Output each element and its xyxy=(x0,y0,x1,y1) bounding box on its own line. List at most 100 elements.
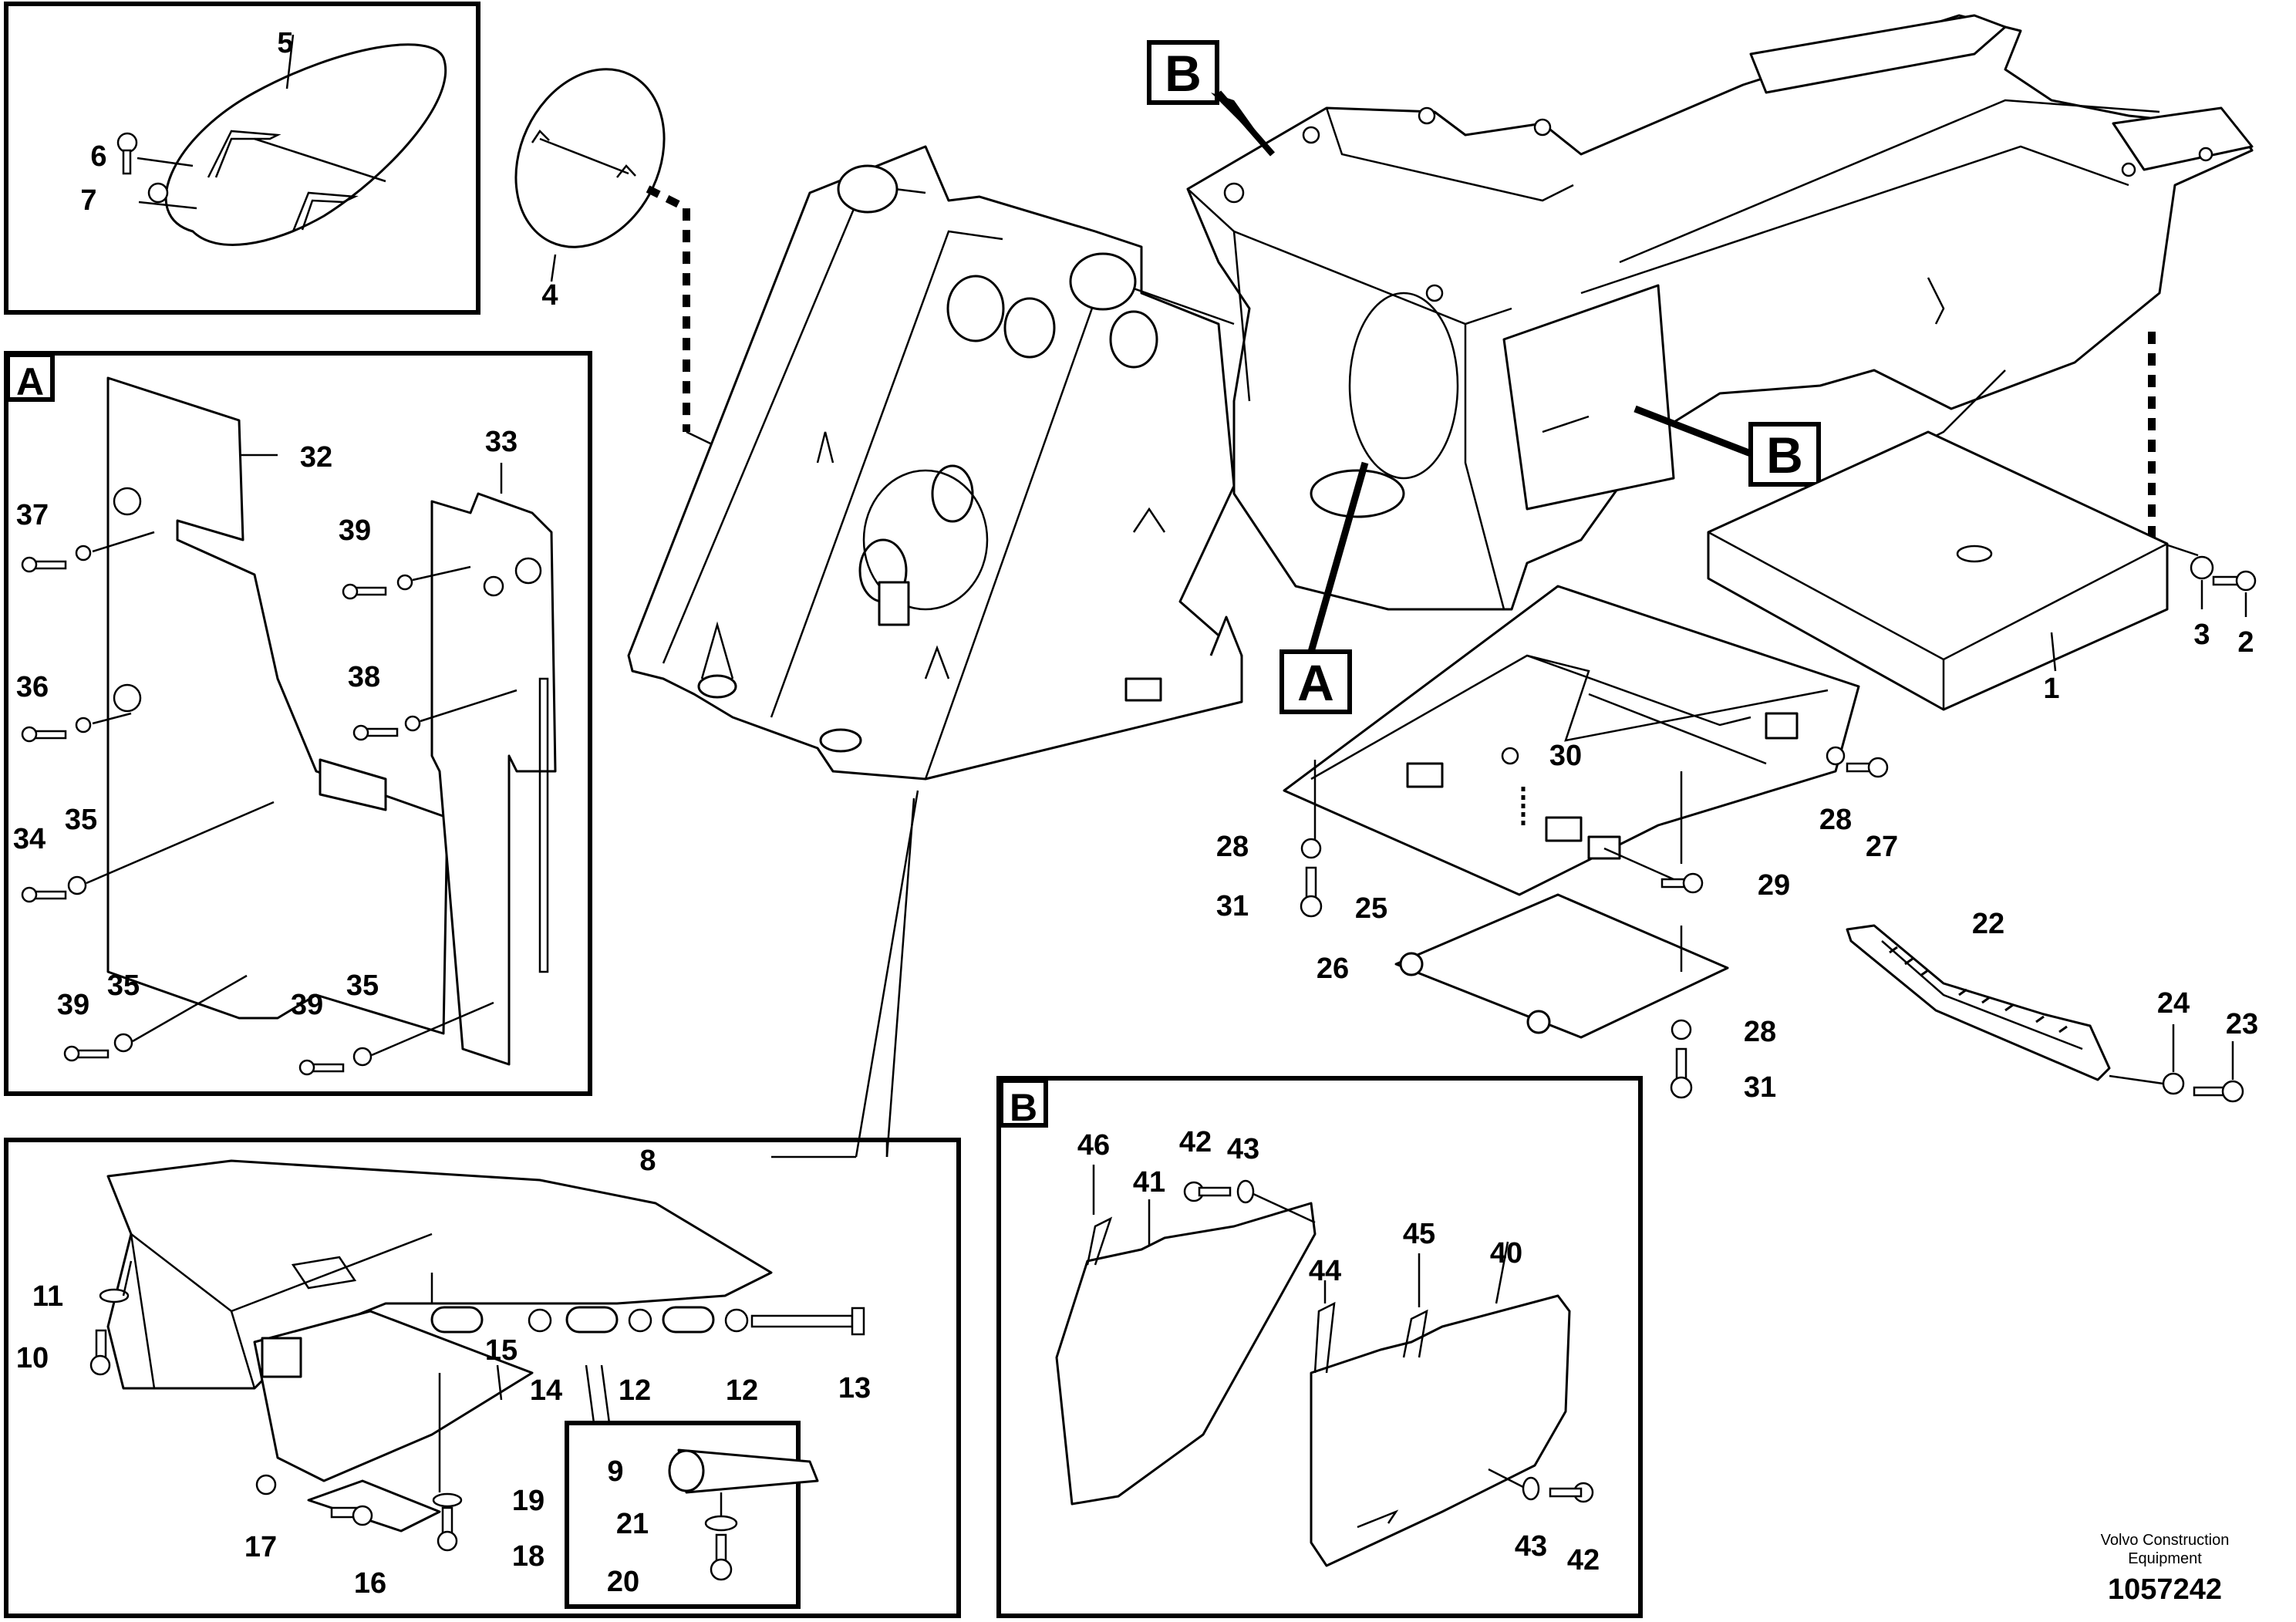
bolt-38 xyxy=(352,715,421,741)
part-label-46: 46 xyxy=(1077,1129,1110,1162)
part-label-27: 27 xyxy=(1866,831,1898,863)
bolt-16 xyxy=(330,1505,373,1526)
view-a-label: A xyxy=(1297,654,1334,711)
part-label-39a: 39 xyxy=(339,514,371,547)
bolt-6 xyxy=(116,132,138,153)
inset-a-tag-label: A xyxy=(16,360,44,403)
bolt-27 xyxy=(1846,757,1889,778)
part-label-9: 9 xyxy=(607,1455,623,1488)
part-label-44: 44 xyxy=(1309,1255,1341,1287)
panel-part-41 xyxy=(1055,1202,1317,1506)
part-label-32: 32 xyxy=(300,441,332,474)
bolt-34 xyxy=(21,875,87,903)
part-label-15: 15 xyxy=(485,1334,518,1367)
part-label-28b: 28 xyxy=(1216,831,1249,863)
washer-43b xyxy=(1522,1476,1540,1501)
bolt-31b xyxy=(1670,1047,1693,1099)
bushing-12b xyxy=(724,1308,749,1333)
bolt-37 xyxy=(21,545,92,573)
washer-19 xyxy=(432,1492,463,1508)
bolt-39c xyxy=(298,1047,373,1076)
inset-b-tag-label: B xyxy=(1010,1086,1037,1129)
view-a-callout xyxy=(1279,461,1369,714)
washer-11 xyxy=(99,1288,130,1303)
part-label-11: 11 xyxy=(32,1280,63,1313)
bushing-14 xyxy=(528,1308,552,1333)
document-number: 1057242 xyxy=(2108,1573,2222,1606)
view-b-callout-top xyxy=(1147,40,1276,157)
sub-inset-frame xyxy=(565,1421,801,1609)
part-label-12a: 12 xyxy=(619,1374,651,1407)
inset-b-detail xyxy=(996,1076,1643,1618)
bottom-plate-part-1 xyxy=(1707,430,2257,711)
part-label-35c: 35 xyxy=(346,969,379,1002)
guard-part-8 xyxy=(106,1159,773,1390)
part-label-38: 38 xyxy=(348,661,380,693)
washer-7 xyxy=(147,182,169,204)
part-label-39b: 39 xyxy=(57,989,89,1021)
brand-line-1: Volvo Construction xyxy=(2100,1532,2230,1549)
inset-hinge-frame xyxy=(4,1138,961,1618)
part-label-41: 41 xyxy=(1133,1166,1165,1199)
part-label-4: 4 xyxy=(541,279,558,312)
bolt-36 xyxy=(21,717,92,743)
part-label-21: 21 xyxy=(616,1508,649,1540)
view-b-label-top: B xyxy=(1165,45,1202,102)
part-label-28a: 28 xyxy=(1819,804,1852,836)
part-label-36: 36 xyxy=(16,671,49,703)
washer-28b xyxy=(1300,838,1322,859)
part-label-29: 29 xyxy=(1758,869,1790,902)
bolt-42b xyxy=(1549,1482,1594,1503)
part-label-10: 10 xyxy=(16,1342,49,1374)
bolt-17 xyxy=(255,1474,277,1496)
rear-frame-assembly xyxy=(1186,14,2254,611)
guard-part-25 xyxy=(1283,585,1889,918)
washer-43a xyxy=(1236,1179,1255,1204)
bolt-42a xyxy=(1183,1181,1232,1202)
inset-b-frame xyxy=(996,1076,1643,1618)
part-label-24: 24 xyxy=(2157,987,2190,1020)
part-label-13: 13 xyxy=(838,1372,871,1404)
part-label-30: 30 xyxy=(1549,740,1582,772)
part-label-42b: 42 xyxy=(1567,1544,1600,1576)
step-part-22 xyxy=(1846,924,2244,1103)
part-label-22: 22 xyxy=(1972,908,2004,940)
part-label-43b: 43 xyxy=(1515,1530,1547,1563)
view-b-callout-right xyxy=(1633,405,1821,487)
bolt-23 xyxy=(2193,1080,2244,1103)
bushing-12a xyxy=(628,1308,652,1333)
part-label-12b: 12 xyxy=(726,1374,758,1407)
inset-b-tag xyxy=(999,1078,1048,1128)
part-label-14: 14 xyxy=(530,1374,562,1407)
bolt-31a xyxy=(1300,866,1323,918)
part-label-35a: 35 xyxy=(65,804,97,836)
part-label-31b: 31 xyxy=(1744,1071,1776,1104)
panel-part-32 xyxy=(106,376,449,1035)
part-label-3: 3 xyxy=(2193,619,2210,651)
part-label-1: 1 xyxy=(2043,673,2059,705)
bolt-13 xyxy=(750,1307,865,1336)
bolt-20 xyxy=(710,1533,733,1581)
washer-30 xyxy=(1501,747,1519,765)
part-label-31a: 31 xyxy=(1216,890,1249,922)
inset-cover-detail xyxy=(4,2,480,315)
part-label-43a: 43 xyxy=(1227,1133,1259,1165)
inset-a-detail xyxy=(4,351,592,1096)
inset-a-tag xyxy=(5,352,55,402)
bolt-18 xyxy=(437,1506,458,1552)
part-label-45: 45 xyxy=(1403,1218,1435,1250)
panel-part-33 xyxy=(430,492,557,1066)
washer-28a xyxy=(1826,746,1846,766)
view-b-label-right: B xyxy=(1766,427,1803,484)
washer-3 xyxy=(2190,555,2214,580)
brand-line-2: Equipment xyxy=(2128,1550,2202,1567)
part-label-17: 17 xyxy=(244,1531,277,1563)
bolt-2 xyxy=(2212,570,2257,592)
bolt-29 xyxy=(1660,872,1704,894)
part-label-42a: 42 xyxy=(1179,1126,1212,1158)
bolt-39a xyxy=(342,574,413,600)
washer-24 xyxy=(2162,1072,2185,1095)
washer-21 xyxy=(704,1515,738,1532)
part-label-40: 40 xyxy=(1490,1237,1522,1270)
